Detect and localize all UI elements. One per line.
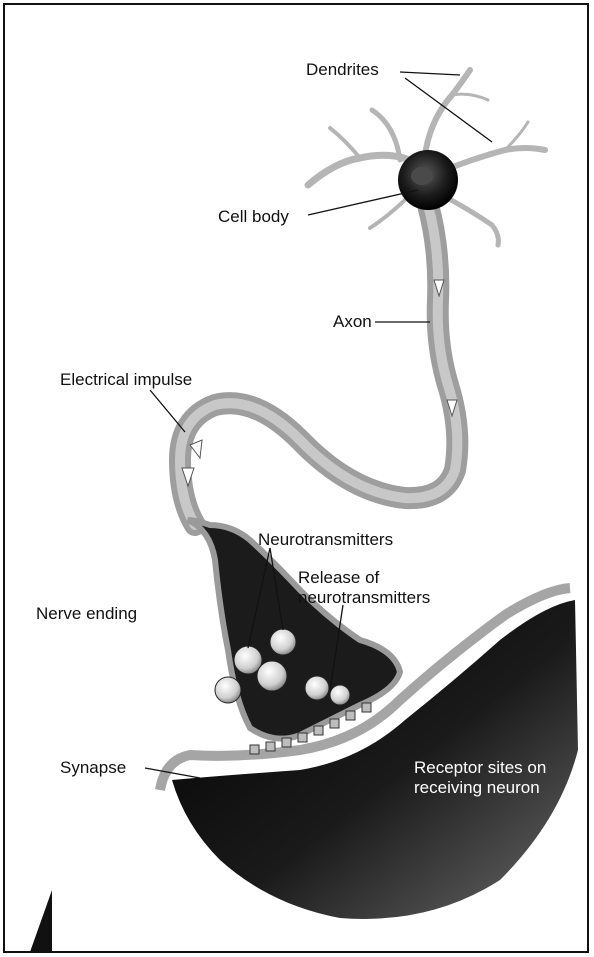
receptor-line-1: Receptor sites on bbox=[414, 758, 546, 778]
receptor-line-2: receiving neuron bbox=[414, 778, 546, 798]
label-nerve-ending: Nerve ending bbox=[36, 604, 137, 624]
electrical-impulse-leader bbox=[150, 390, 185, 432]
dendrites-leader-2 bbox=[405, 78, 492, 142]
cell-body-drawing bbox=[398, 150, 458, 210]
label-neurotransmitters: Neurotransmitters bbox=[258, 530, 393, 550]
label-dendrites: Dendrites bbox=[306, 60, 379, 80]
release-line-1: Release of bbox=[298, 568, 430, 588]
label-release-of-neurotransmitters: Release of neurotransmitters bbox=[298, 568, 430, 608]
dendrites-leader-1 bbox=[400, 72, 460, 75]
label-synapse: Synapse bbox=[60, 758, 126, 778]
label-axon: Axon bbox=[333, 312, 372, 332]
label-electrical-impulse: Electrical impulse bbox=[60, 370, 192, 390]
label-receptor-sites: Receptor sites on receiving neuron bbox=[414, 758, 546, 798]
corner-marker bbox=[30, 890, 52, 952]
axon-drawing bbox=[180, 205, 457, 525]
release-line-2: neurotransmitters bbox=[298, 588, 430, 608]
label-cell-body: Cell body bbox=[218, 207, 289, 227]
